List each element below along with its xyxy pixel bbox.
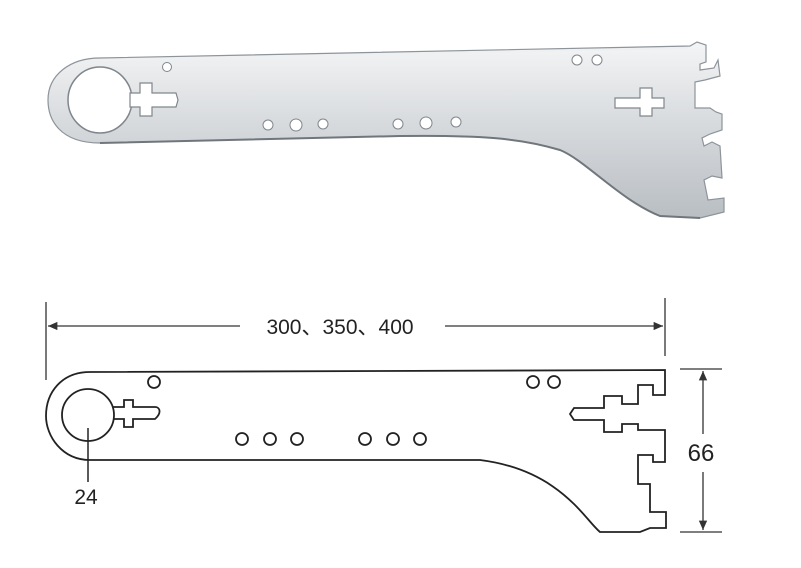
bracket-photo-hole (392, 118, 404, 130)
bracket-drawing (45, 369, 667, 533)
bracket-photo-hole (591, 54, 603, 66)
bracket-photo-hole (450, 116, 462, 128)
drawing-hole (235, 432, 249, 446)
length-label: 300、350、400 (266, 316, 413, 339)
drawing-hole (263, 432, 277, 446)
bracket-photo-hole (289, 118, 303, 132)
drawing-hole (290, 432, 304, 446)
drawing-keyhole (113, 399, 161, 428)
height-label: 66 (688, 440, 715, 467)
bracket-photo-body (47, 41, 725, 219)
drawing-hole (358, 432, 372, 446)
bracket-photo-ring-hole (67, 66, 133, 134)
drawing-hole (547, 375, 561, 389)
bracket-photo-hole (262, 119, 274, 131)
drawing-hole (386, 432, 400, 446)
bracket-photo-shadow (99, 134, 701, 219)
bracket-photo-hole (162, 62, 172, 72)
drawing-hole (413, 432, 427, 446)
bracket-photo-hole (317, 118, 329, 130)
bracket-photo-keyhole (129, 82, 179, 117)
height-dimension (680, 368, 722, 533)
bracket-photo-edge (101, 47, 689, 61)
bracket-photo-hole (419, 116, 433, 130)
bracket-photo-keyhole (614, 87, 665, 117)
hole-label: 24 (74, 486, 98, 509)
drawing-outline (45, 369, 667, 533)
bracket-photo-hole (571, 54, 583, 66)
drawing-hole (526, 375, 540, 389)
drawing-hole (147, 375, 161, 389)
length-dimension (45, 298, 666, 380)
bracket-photo (47, 41, 725, 219)
